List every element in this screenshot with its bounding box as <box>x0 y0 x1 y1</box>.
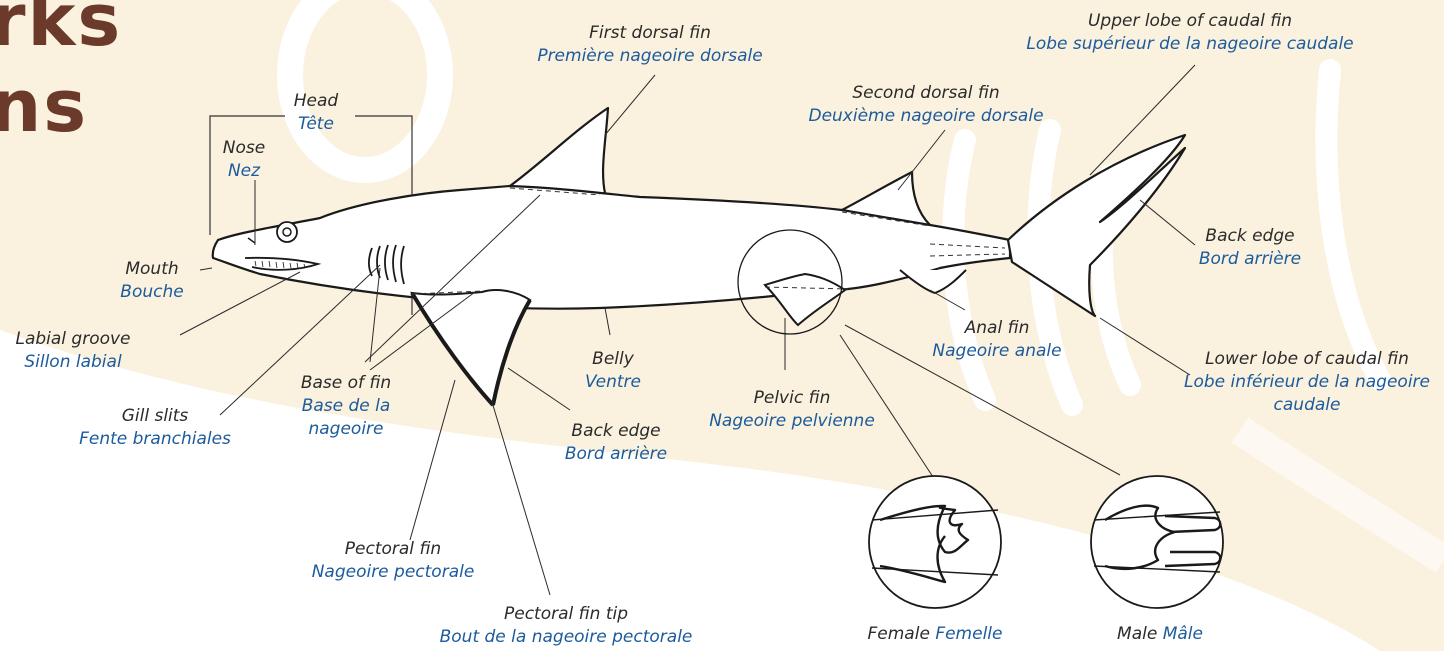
male-inset <box>1091 476 1223 608</box>
label-nose-en: Nose <box>223 137 265 160</box>
label-mouth: Mouth Bouche <box>120 258 183 304</box>
label-anal-fin: Anal fin Nageoire anale <box>932 317 1061 363</box>
label-first-dorsal-fin-fr: Première nageoire dorsale <box>537 45 762 68</box>
label-pectoral-fin-en: Pectoral fin <box>312 538 475 561</box>
label-base-of-fin-en: Base of fin <box>286 372 406 395</box>
label-back-edge-tail-fr: Bord arrière <box>1199 248 1301 271</box>
label-back-edge-pectoral-fr: Bord arrière <box>565 443 667 466</box>
label-labial-groove: Labial groove Sillon labial <box>15 328 130 374</box>
label-labial-groove-en: Labial groove <box>15 328 130 351</box>
label-back-edge-tail: Back edge Bord arrière <box>1199 225 1301 271</box>
label-pelvic-fin-fr: Nageoire pelvienne <box>709 410 875 433</box>
label-upper-lobe-caudal: Upper lobe of caudal fin Lobe supérieur … <box>1026 10 1353 56</box>
label-lower-lobe-caudal-fr: Lobe inférieur de la nageoire caudale <box>1172 371 1442 417</box>
label-anal-fin-en: Anal fin <box>932 317 1061 340</box>
label-belly-en: Belly <box>585 348 641 371</box>
label-belly-fr: Ventre <box>585 371 641 394</box>
label-labial-groove-fr: Sillon labial <box>15 351 130 374</box>
label-gill-slits-en: Gill slits <box>79 405 231 428</box>
label-anal-fin-fr: Nageoire anale <box>932 340 1061 363</box>
title-fragment-top: rks <box>0 0 122 56</box>
label-gill-slits: Gill slits Fente branchiales <box>79 405 231 451</box>
label-pectoral-fin-tip: Pectoral fin tip Bout de la nageoire pec… <box>440 603 693 649</box>
label-back-edge-pectoral-en: Back edge <box>565 420 667 443</box>
label-head-fr: Tête <box>294 113 338 136</box>
label-male-en: Male <box>1117 624 1163 644</box>
label-female-en: Female <box>868 624 936 644</box>
label-pectoral-fin-tip-en: Pectoral fin tip <box>440 603 693 626</box>
label-head-en: Head <box>294 90 338 113</box>
label-upper-lobe-caudal-fr: Lobe supérieur de la nageoire caudale <box>1026 33 1353 56</box>
label-first-dorsal-fin: First dorsal fin Première nageoire dorsa… <box>537 22 762 68</box>
label-back-edge-tail-en: Back edge <box>1199 225 1301 248</box>
label-pectoral-fin-tip-fr: Bout de la nageoire pectorale <box>440 626 693 649</box>
eye-outer <box>277 222 297 242</box>
label-mouth-fr: Bouche <box>120 281 183 304</box>
label-base-of-fin: Base of fin Base de la nageoire <box>286 372 406 441</box>
label-second-dorsal-fin: Second dorsal fin Deuxième nageoire dors… <box>808 82 1043 128</box>
label-nose-fr: Nez <box>223 160 265 183</box>
label-pelvic-fin-en: Pelvic fin <box>709 387 875 410</box>
female-inset <box>869 476 1001 608</box>
label-male: Male Mâle <box>1117 623 1203 646</box>
label-head: Head Tête <box>294 90 338 136</box>
label-female: Female Femelle <box>868 623 1003 646</box>
label-gill-slits-fr: Fente branchiales <box>79 428 231 451</box>
label-second-dorsal-fin-en: Second dorsal fin <box>808 82 1043 105</box>
label-base-of-fin-fr: Base de la nageoire <box>286 395 406 441</box>
label-mouth-en: Mouth <box>120 258 183 281</box>
label-lower-lobe-caudal-en: Lower lobe of caudal fin <box>1172 348 1442 371</box>
label-second-dorsal-fin-fr: Deuxième nageoire dorsale <box>808 105 1043 128</box>
label-lower-lobe-caudal: Lower lobe of caudal fin Lobe inférieur … <box>1172 348 1442 417</box>
label-pectoral-fin-fr: Nageoire pectorale <box>312 561 475 584</box>
label-male-fr: Mâle <box>1163 624 1203 644</box>
label-nose: Nose Nez <box>223 137 265 183</box>
label-back-edge-pectoral: Back edge Bord arrière <box>565 420 667 466</box>
title-fragment-bottom: ns <box>0 70 88 142</box>
label-female-fr: Femelle <box>935 624 1002 644</box>
label-first-dorsal-fin-en: First dorsal fin <box>537 22 762 45</box>
label-pelvic-fin: Pelvic fin Nageoire pelvienne <box>709 387 875 433</box>
label-pectoral-fin: Pectoral fin Nageoire pectorale <box>312 538 475 584</box>
label-belly: Belly Ventre <box>585 348 641 394</box>
label-upper-lobe-caudal-en: Upper lobe of caudal fin <box>1026 10 1353 33</box>
